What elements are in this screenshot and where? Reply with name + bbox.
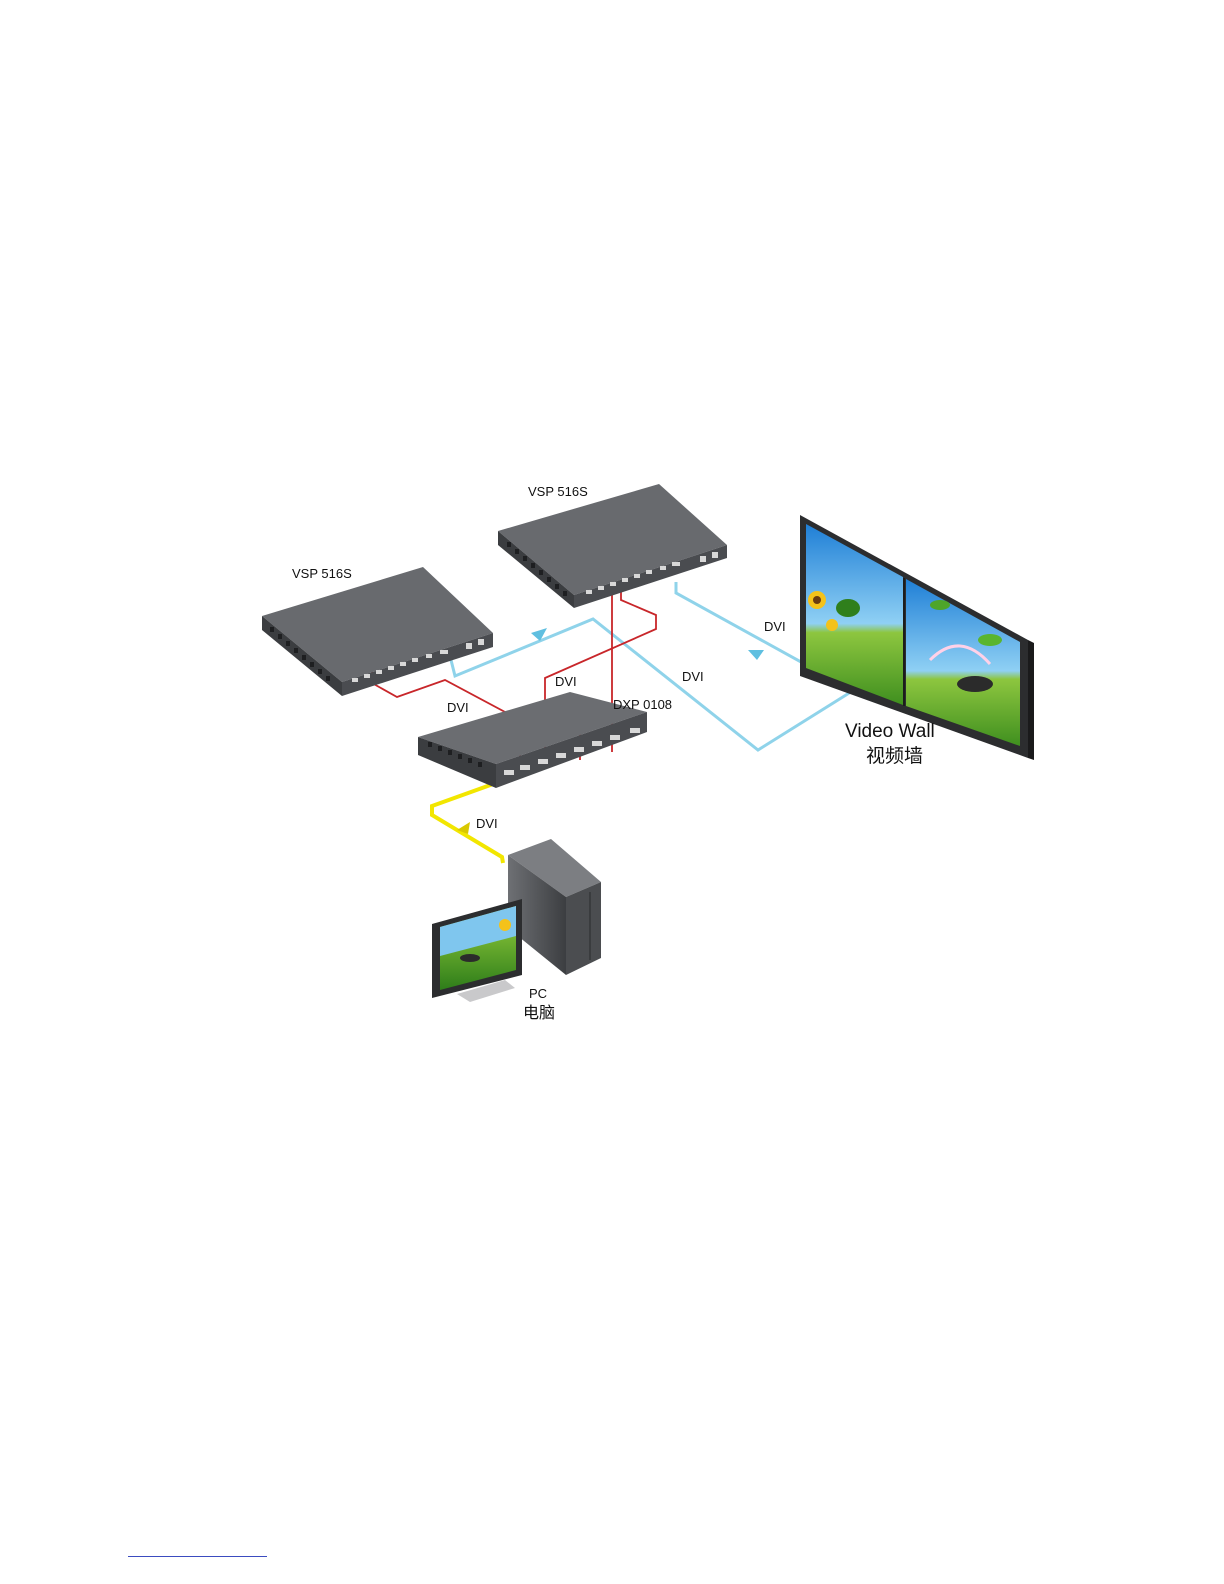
processor-right-label: VSP 516S — [528, 484, 588, 499]
cable-label-red-left: DVI — [447, 700, 469, 715]
processor-left — [262, 567, 493, 696]
footnote-rule — [128, 1556, 267, 1557]
video-wall-label: Video Wall — [845, 721, 935, 742]
cable-label-red-right: DVI — [555, 674, 577, 689]
cable-label-yellow: DVI — [476, 816, 498, 831]
matrix-label: DXP 0108 — [613, 697, 672, 712]
processor-left-label: VSP 516S — [292, 566, 352, 581]
cable-label-blue-left: DVI — [682, 669, 704, 684]
pc-label-zh: 电脑 — [523, 1004, 555, 1022]
pc-workstation — [432, 839, 601, 1002]
video-wall-label-zh: 视频墙 — [866, 745, 923, 767]
cable-label-blue-right: DVI — [764, 619, 786, 634]
pc-label: PC — [529, 986, 547, 1001]
processor-right — [498, 484, 727, 608]
arrow-icon — [748, 650, 764, 660]
